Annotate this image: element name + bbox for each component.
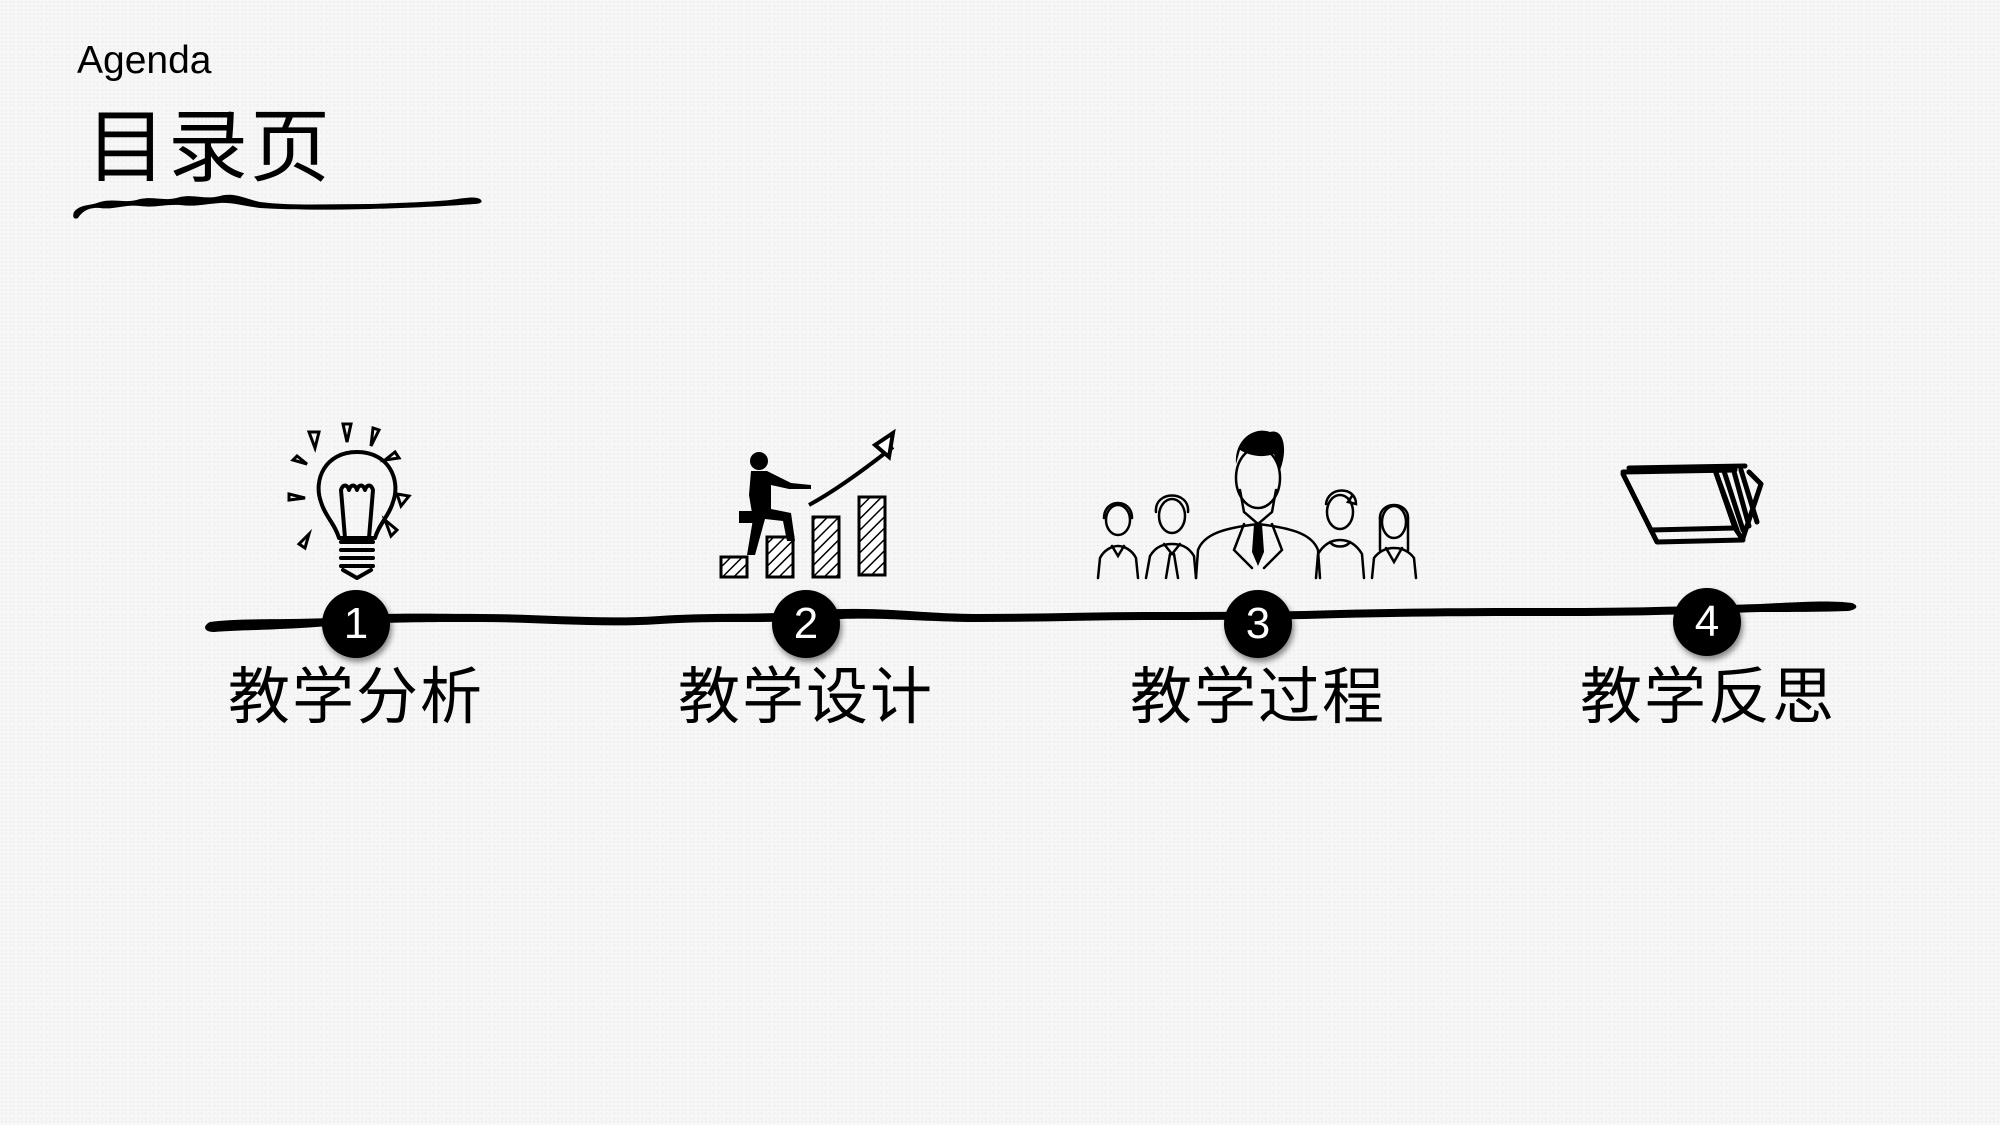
step-label[interactable]: 教学反思: [1579, 660, 1836, 733]
lightbulb-icon: [287, 422, 412, 580]
open-book-icon: [1620, 463, 1764, 545]
growth-chart-climber-icon: [719, 428, 896, 579]
step-label[interactable]: 教学分析: [227, 660, 484, 733]
people-group-icon: [1096, 430, 1418, 580]
step-number-badge: 3: [1224, 590, 1292, 658]
step-number-badge: 2: [772, 590, 840, 658]
step-number-badge: 4: [1673, 588, 1741, 656]
agenda-subtitle: Agenda: [77, 39, 212, 82]
step-label[interactable]: 教学设计: [677, 660, 934, 733]
step-number-badge: 1: [322, 590, 390, 658]
brush-underline: [73, 194, 482, 219]
step-label[interactable]: 教学过程: [1129, 660, 1386, 733]
page-title: 目录页: [86, 101, 332, 194]
